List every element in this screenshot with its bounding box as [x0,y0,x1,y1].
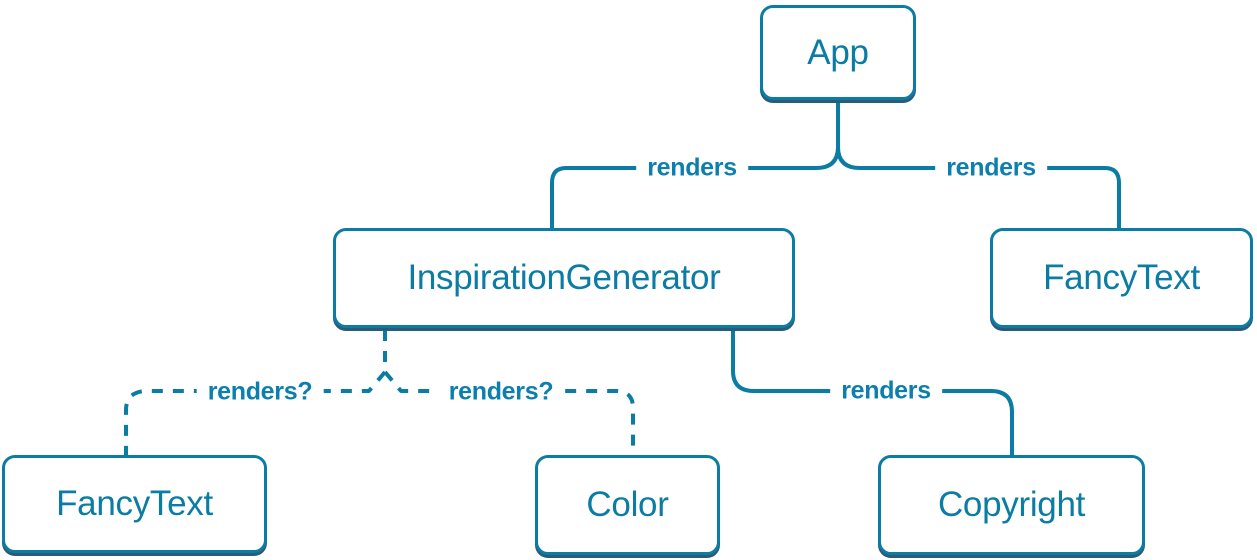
node-inspiration-generator-label: InspirationGenerator [407,258,721,297]
node-fancy-text-bottom-label: FancyText [56,484,213,523]
node-app-label: App [807,32,869,72]
node-copyright-label: Copyright [937,485,1086,524]
edge-inspirationgenerator-fancytext-dashed [124,330,387,455]
node-app: App [760,5,916,100]
edge-label-renders-conditional-left: renders? [196,377,324,407]
node-color: Color [535,455,720,555]
edge-label-renders-copyright: renders [830,376,942,406]
node-copyright: Copyright [878,455,1145,555]
node-fancy-text-top-label: FancyText [1043,258,1200,297]
node-fancy-text-top: FancyText [990,228,1253,328]
edge-label-renders-conditional-right: renders? [437,377,565,407]
node-inspiration-generator: InspirationGenerator [333,228,795,328]
node-color-label: Color [586,485,669,524]
edge-label-renders-right: renders [935,153,1047,183]
node-fancy-text-bottom: FancyText [2,455,267,553]
edge-label-renders-left: renders [636,153,748,183]
